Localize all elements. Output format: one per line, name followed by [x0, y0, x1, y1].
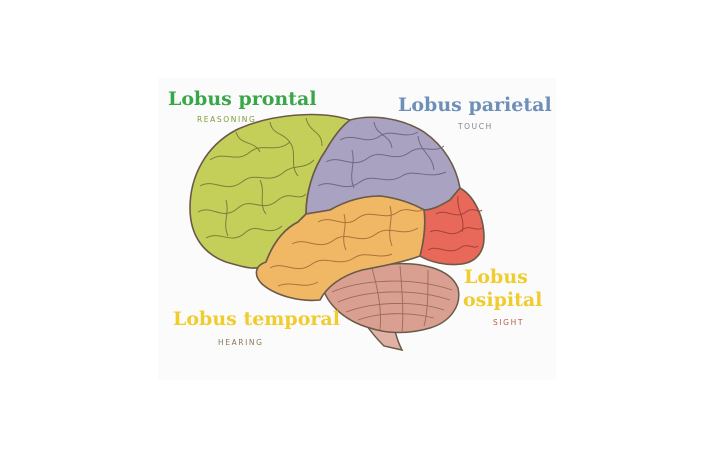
temporal-gyri	[269, 205, 423, 287]
parietal-lobe-function: TOUCH	[458, 122, 493, 131]
cerebellum-folds	[331, 265, 453, 333]
occipital-gyri	[427, 195, 483, 252]
temporal-lobe-label: Lobus temporal	[173, 308, 340, 330]
temporal-lobe-function: HEARING	[218, 338, 264, 347]
parietal-gyri	[317, 121, 447, 189]
temporal-lobe	[255, 195, 426, 302]
frontal-gyri	[197, 117, 323, 239]
frontal-lobe-function: REASONING	[197, 115, 257, 124]
parietal-lobe-label: Lobus parietal	[398, 94, 552, 116]
frontal-lobe-label: Lobus prontal	[168, 88, 317, 110]
occipital-lobe-function: SIGHT	[493, 318, 525, 327]
occipital-lobe-label-line1: Lobus	[464, 266, 528, 288]
occipital-lobe	[419, 186, 485, 266]
occipital-lobe-label-line2: osipital	[463, 289, 543, 311]
